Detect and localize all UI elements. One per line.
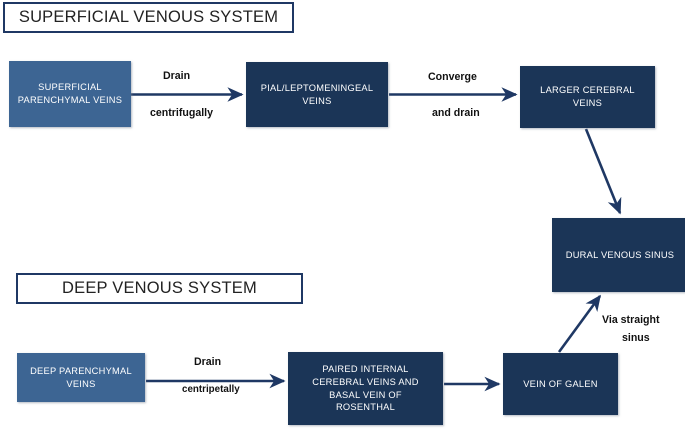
- edge-label-via-straight-sinus-bottom: sinus: [622, 332, 650, 344]
- node-larger-cerebral-veins-line1: LARGER CEREBRAL: [540, 85, 635, 96]
- node-deep-parenchymal-veins-line1: DEEP PARENCHYMAL: [30, 365, 132, 376]
- node-superficial-parenchymal-veins[interactable]: SUPERFICIAL PARENCHYMAL VEINS: [9, 61, 131, 127]
- node-deep-parenchymal-veins-line2: VEINS: [66, 378, 96, 389]
- node-paired-internal-cerebral-veins-line3: BASAL VEIN OF: [329, 389, 402, 400]
- node-vein-of-galen[interactable]: VEIN OF GALEN: [503, 353, 618, 415]
- node-paired-internal-cerebral-veins-line4: ROSENTHAL: [335, 402, 396, 413]
- edge-label-via-straight-sinus-top: Via straight: [602, 314, 660, 326]
- node-dural-venous-sinus-line1: DURAL VENOUS SINUS: [565, 249, 675, 260]
- section-header-deep: DEEP VENOUS SYSTEM: [16, 273, 303, 304]
- edge-label-drain-centrifugally-top: Drain: [163, 70, 191, 82]
- edge-label-drain-centripetally-bottom: centripetally: [182, 384, 240, 395]
- section-header-deep-label: DEEP VENOUS SYSTEM: [62, 279, 257, 297]
- arrow-larger-cerebral-to-dural-sinus: [584, 128, 622, 215]
- node-dural-venous-sinus[interactable]: DURAL VENOUS SINUS: [552, 218, 685, 292]
- node-deep-parenchymal-veins[interactable]: DEEP PARENCHYMAL VEINS: [17, 353, 145, 402]
- edge-label-converge-bottom: and drain: [432, 107, 480, 119]
- node-superficial-parenchymal-veins-line2: PARENCHYMAL VEINS: [17, 95, 123, 105]
- node-pial-leptomeningeal-veins-line2: VEINS: [302, 95, 332, 106]
- edge-label-drain-centripetally-top: Drain: [194, 356, 222, 368]
- node-paired-internal-cerebral-veins-line1: PAIRED INTERNAL: [322, 364, 409, 375]
- section-header-superficial-label: SUPERFICIAL VENOUS SYSTEM: [18, 8, 279, 26]
- node-paired-internal-cerebral-veins[interactable]: PAIRED INTERNAL CEREBRAL VEINS AND BASAL…: [288, 352, 443, 425]
- node-superficial-parenchymal-veins-line1: SUPERFICIAL: [38, 82, 102, 93]
- node-paired-internal-cerebral-veins-line2: CEREBRAL VEINS AND: [312, 376, 419, 387]
- node-pial-leptomeningeal-veins[interactable]: PIAL/LEPTOMENINGEAL VEINS: [246, 62, 388, 127]
- node-pial-leptomeningeal-veins-line1: PIAL/LEPTOMENINGEAL: [260, 82, 374, 93]
- arrow-vein-of-galen-to-dural-sinus: [557, 294, 602, 353]
- edge-label-converge-top: Converge: [428, 71, 477, 83]
- node-vein-of-galen-line1: VEIN OF GALEN: [523, 378, 598, 389]
- edge-label-drain-centrifugally-bottom: centrifugally: [150, 107, 213, 119]
- node-larger-cerebral-veins[interactable]: LARGER CEREBRAL VEINS: [520, 66, 655, 128]
- node-larger-cerebral-veins-line2: VEINS: [572, 98, 603, 108]
- section-header-superficial: SUPERFICIAL VENOUS SYSTEM: [3, 2, 294, 33]
